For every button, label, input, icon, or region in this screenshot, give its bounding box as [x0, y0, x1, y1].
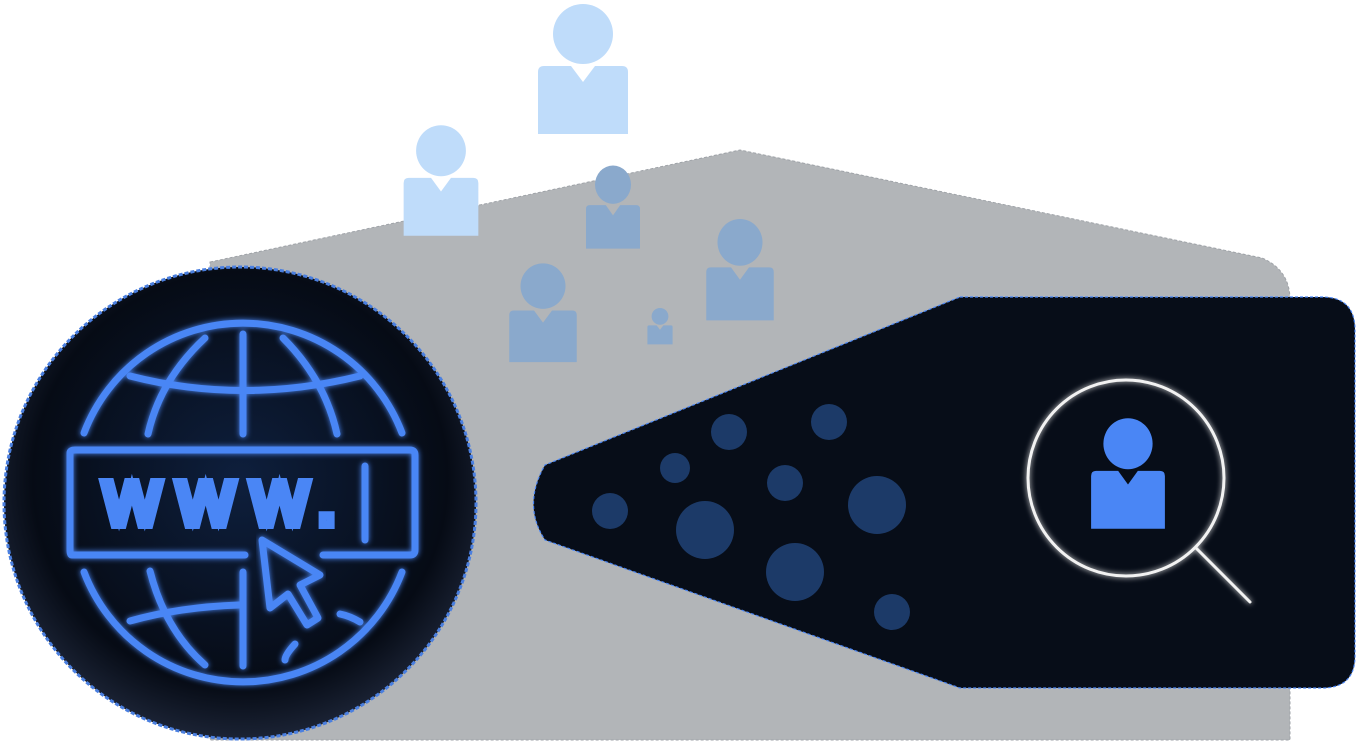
dot	[660, 453, 690, 483]
person-icon	[403, 125, 479, 236]
dot	[848, 476, 906, 534]
globe-icon	[66, 319, 419, 686]
dot	[874, 594, 910, 630]
dot	[766, 543, 824, 601]
dot	[811, 404, 847, 440]
dot	[767, 465, 803, 501]
magnifier-icon	[1026, 378, 1252, 604]
dot	[676, 501, 734, 559]
dot	[711, 414, 747, 450]
dot	[592, 493, 628, 529]
data-dots	[592, 404, 910, 630]
dark-panel	[532, 296, 1356, 689]
person-icon	[538, 4, 628, 134]
url-text: www.	[100, 454, 349, 544]
cursor-icon	[258, 536, 324, 629]
